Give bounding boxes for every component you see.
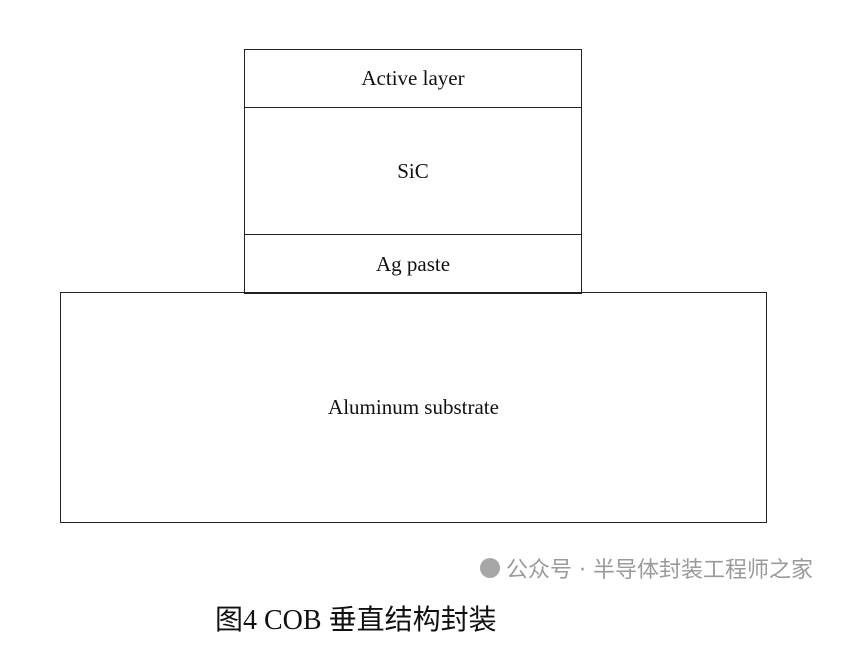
divider xyxy=(245,107,581,108)
sic-layer-label: SiC xyxy=(397,158,429,183)
aluminum-substrate: Aluminum substrate xyxy=(60,292,767,523)
active-layer-label: Active layer xyxy=(361,66,465,90)
figure-caption: 图4 COB 垂直结构封装 xyxy=(215,605,497,636)
divider xyxy=(245,234,581,235)
active-layer: Active layer xyxy=(245,50,581,107)
watermark: 公众号 · 半导体封装工程师之家 xyxy=(480,552,813,584)
chip-stack: Active layer SiC Ag paste xyxy=(244,49,582,294)
ag-paste-label: Ag paste xyxy=(375,251,451,276)
sic-layer: SiC xyxy=(245,108,581,234)
ag-paste-layer: Ag paste xyxy=(245,235,581,293)
substrate-label: Aluminum substrate xyxy=(328,395,499,419)
watermark-text: 公众号 · 半导体封装工程师之家 xyxy=(506,558,813,583)
wechat-icon xyxy=(480,558,500,578)
